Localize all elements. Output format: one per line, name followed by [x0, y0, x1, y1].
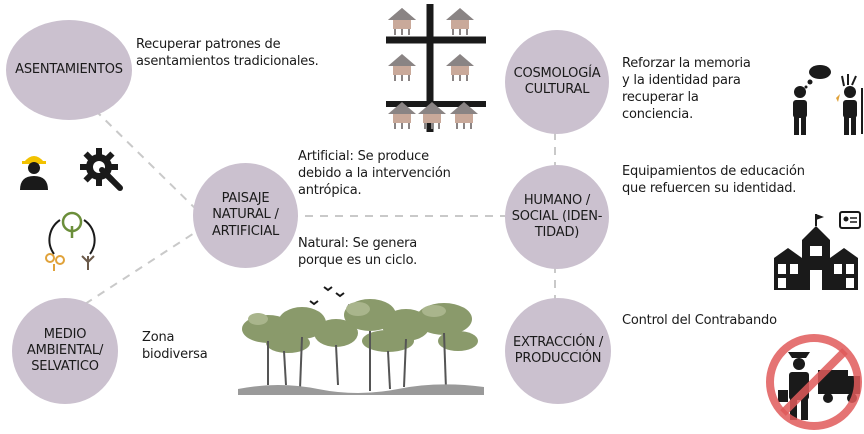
- forest-birds-icon: [238, 286, 484, 395]
- gear-wrench-icon: [80, 148, 123, 191]
- artificial-description: Artificial: Se produce debido a la inter…: [298, 149, 451, 198]
- node-extraccion: EXTRACCIÓN / PRODUCCIÓN: [505, 298, 611, 404]
- node-humano-social: HUMANO / SOCIAL (IDEN- TIDAD): [505, 165, 609, 269]
- medio-description: Zona biodiversa: [142, 330, 208, 362]
- school-building-icon: [774, 211, 861, 290]
- node-paisaje-label: PAISAJE NATURAL / ARTIFICIAL: [211, 191, 280, 239]
- node-cosmologia-label: COSMOLOGÍA CULTURAL: [513, 65, 601, 97]
- worker-icon: [20, 156, 48, 190]
- no-smuggling-icon: [766, 334, 862, 430]
- natural-description: Natural: Se genera porque es un ciclo.: [298, 236, 418, 268]
- humano-description: Equipamientos de educación que refuercen…: [622, 164, 805, 196]
- node-humano-label: HUMANO / SOCIAL (IDEN- TIDAD): [511, 192, 603, 241]
- node-asentamientos: ASENTAMIENTOS: [6, 20, 132, 120]
- node-asentamientos-label: ASENTAMIENTOS: [15, 61, 123, 77]
- node-medio-ambiental: MEDIO AMBIENTAL/ SELVATICO: [12, 298, 118, 404]
- plant-cycle-icon: [45, 211, 96, 271]
- node-cosmologia-cultural: COSMOLOGÍA CULTURAL: [505, 30, 609, 134]
- node-extraccion-label: EXTRACCIÓN / PRODUCCIÓN: [512, 334, 604, 366]
- connector-asentamientos-paisaje: [94, 109, 206, 219]
- extraccion-description: Control del Contrabando: [622, 313, 777, 328]
- node-medio-label: MEDIO AMBIENTAL/ SELVATICO: [26, 326, 104, 375]
- hut-grid-icon: [386, 4, 486, 132]
- asentamientos-description: Recuperar patrones de asentamientos trad…: [136, 37, 319, 69]
- node-paisaje: PAISAJE NATURAL / ARTIFICIAL: [193, 163, 298, 268]
- cosmologia-description: Reforzar la memoria y la identidad para …: [622, 56, 751, 122]
- people-thinking-icon: [793, 65, 863, 135]
